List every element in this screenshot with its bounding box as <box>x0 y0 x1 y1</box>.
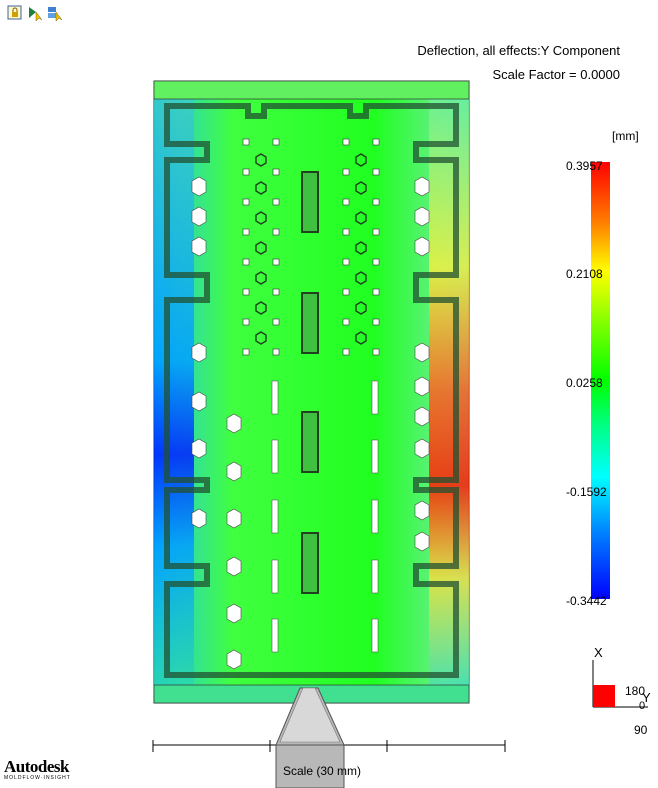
legend-tick-4: -0.1592 <box>566 485 607 499</box>
legend-tick-max: 0.3957 <box>566 159 603 173</box>
toolbar <box>6 4 64 22</box>
molded-part <box>153 80 470 704</box>
triad-x-label: X <box>594 645 603 660</box>
layers-pointer-icon[interactable] <box>46 4 64 22</box>
triad-view-box <box>593 685 615 707</box>
triad-angle-0: 0 <box>639 700 646 712</box>
triad-y-label: Y <box>642 690 651 705</box>
scale-bar-label: Scale (30 mm) <box>283 764 362 778</box>
legend-tick-min: -0.3442 <box>566 594 607 608</box>
sprue-gate <box>275 687 345 788</box>
lock-icon[interactable] <box>6 4 24 22</box>
legend-tick-2: 0.2108 <box>566 267 603 281</box>
triad-angle-90: 90 <box>634 723 648 737</box>
play-pointer-icon[interactable] <box>26 4 44 22</box>
scale-factor: Scale Factor = 0.0000 <box>492 67 620 82</box>
legend-colorbar <box>591 162 610 599</box>
triad-angle-180: 180 <box>625 684 646 698</box>
legend-unit: [mm] <box>612 129 639 143</box>
legend-tick-mid: 0.0258 <box>566 376 603 390</box>
plot-title: Deflection, all effects:Y Component <box>417 43 620 58</box>
logo-brand: Autodesk <box>4 757 69 776</box>
logo-product: MOLDFLOW·INSIGHT <box>4 775 71 781</box>
autodesk-logo: Autodesk MOLDFLOW·INSIGHT <box>4 757 71 781</box>
